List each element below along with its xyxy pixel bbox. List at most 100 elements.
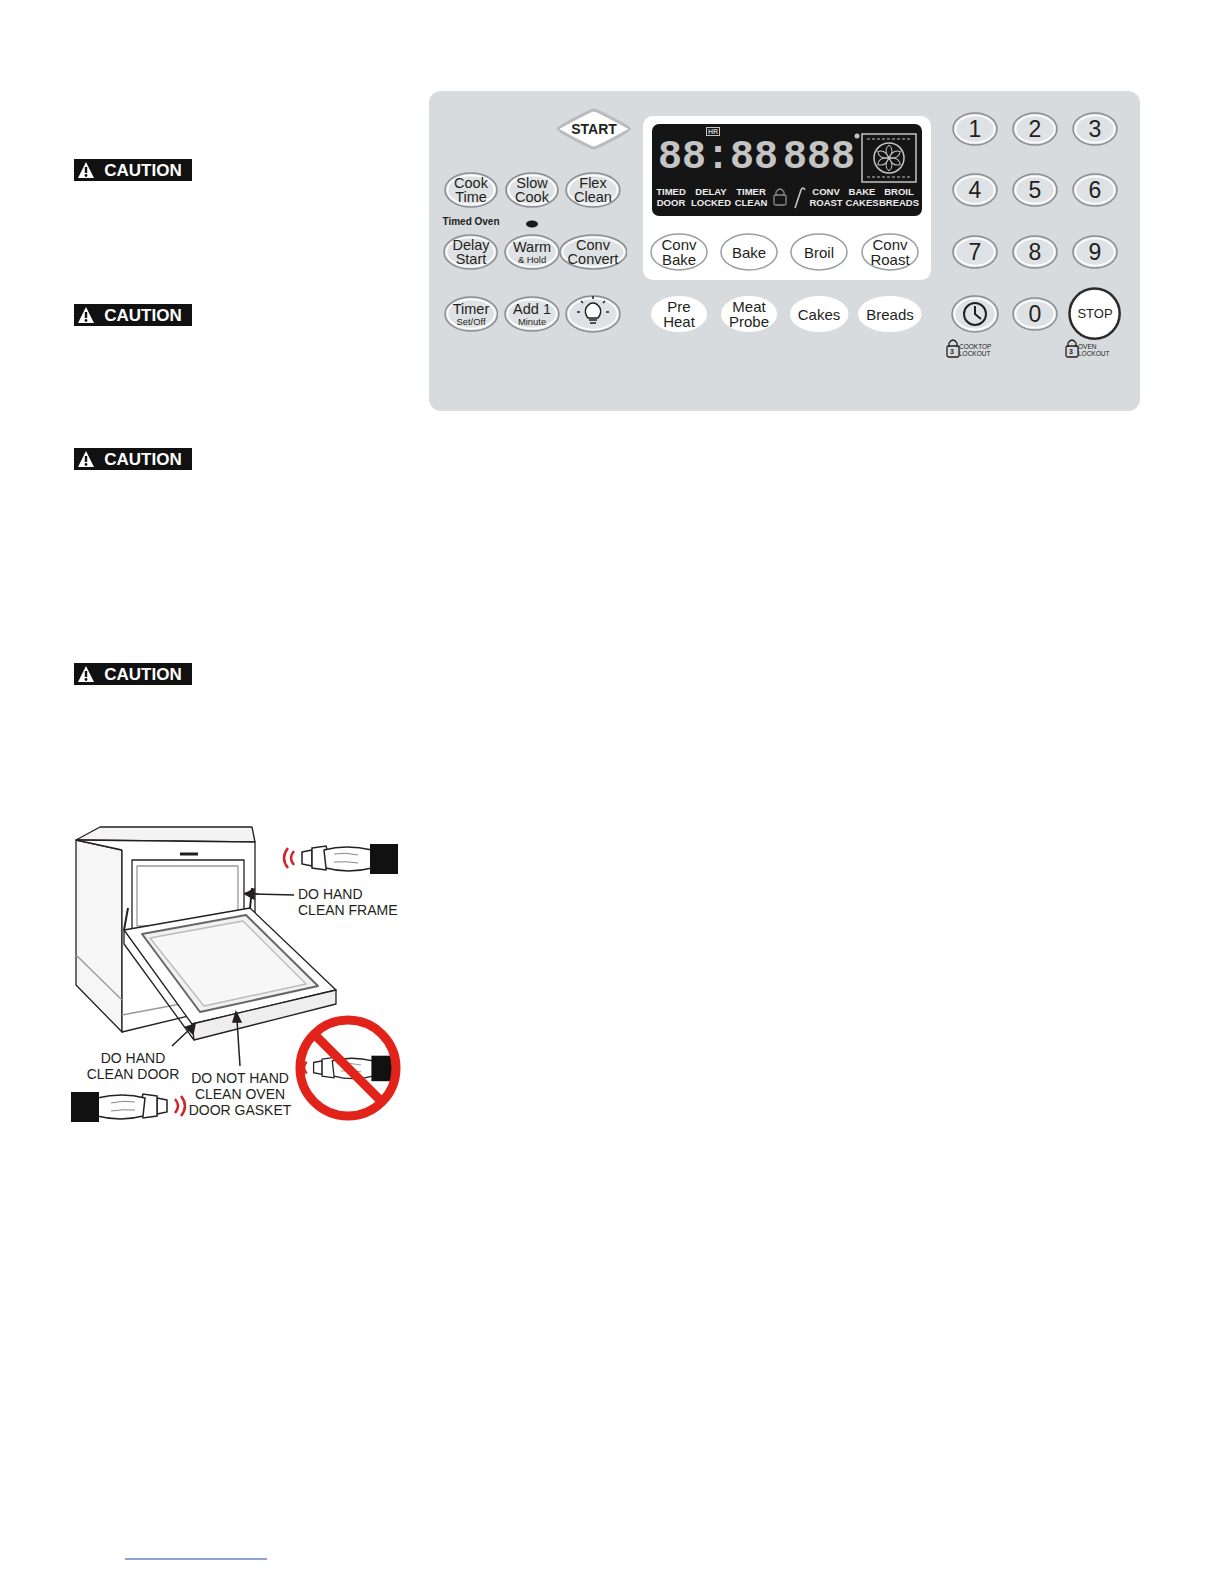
button-outline: [505, 235, 559, 269]
button-outline: [791, 234, 847, 270]
button-label: STOP: [1077, 307, 1112, 320]
text-holder: Conv Roast: [861, 233, 919, 271]
number-button: 5: [1012, 173, 1058, 207]
text-holder: Add 1Minute: [504, 296, 560, 332]
button-label: Delay Start: [452, 238, 489, 267]
gloved-hand: [284, 844, 398, 874]
control-button: Add 1Minute: [504, 296, 560, 332]
text-holder: Cakes: [789, 295, 850, 333]
number-button: 0: [1012, 297, 1058, 331]
start-button: START: [556, 108, 632, 150]
button-outline: [445, 173, 497, 207]
button-highlight: [1076, 239, 1115, 266]
control-button: Cook Time: [444, 172, 498, 208]
badge-fill: [74, 304, 192, 326]
button-highlight: [1076, 177, 1115, 204]
button-label: 9: [1089, 241, 1102, 264]
warning-mark: [85, 456, 87, 462]
number-button: 3: [1072, 112, 1118, 146]
warning-triangle: [78, 307, 94, 323]
button-label: Conv Bake: [661, 237, 696, 267]
mode-button: Bake: [720, 233, 778, 271]
button-highlight: [562, 238, 624, 267]
text-holder: Breads: [857, 295, 923, 333]
button-outline: [1073, 236, 1117, 268]
text-holder: Pre Heat: [650, 295, 708, 333]
lock-label: OVEN LOCKOUT: [1078, 343, 1109, 358]
warning-mark: [85, 167, 87, 173]
display-indicator: BROIL BREADS: [879, 186, 919, 209]
button-outline: [1013, 236, 1057, 268]
number-button: 8: [1012, 235, 1058, 269]
warning-mark: [85, 319, 88, 322]
button-label: Meat Probe: [729, 299, 769, 329]
display-digits: 88:88: [658, 138, 778, 178]
text-holder: 5: [1012, 173, 1058, 207]
button-outline: [560, 235, 627, 269]
hold-seconds: 3: [950, 348, 954, 356]
number-button: 1: [952, 112, 998, 146]
warning-triangle: [78, 162, 94, 178]
mode-button: Breads: [857, 295, 923, 333]
button-label: Conv Roast: [870, 237, 909, 267]
mode-button: Conv Bake: [650, 233, 708, 271]
display-indicator: TIMED DOOR: [656, 186, 686, 209]
display-digits: HR: [706, 127, 720, 136]
text-holder: 8: [1012, 235, 1058, 269]
button-highlight: [1076, 116, 1115, 143]
indicator-dot: [526, 221, 538, 228]
text-holder: 3: [1072, 112, 1118, 146]
button-outline: [566, 173, 620, 207]
text-holder: 2: [1012, 112, 1058, 146]
text-holder: STOP: [1068, 287, 1121, 340]
lock-icon: [947, 340, 959, 357]
text-holder: CAUTION: [74, 159, 192, 181]
button-outline: [721, 234, 777, 270]
text-holder: Broil: [790, 233, 848, 271]
caution-badge: CAUTION: [74, 304, 192, 326]
button-sublabel: Minute: [518, 317, 546, 326]
text-holder: 88:88HR888TIMED DOORDELAY LOCKEDTIMER CL…: [652, 124, 922, 216]
mode-button: Meat Probe: [720, 295, 778, 333]
button-label: 4: [969, 179, 982, 202]
control-button: TimerSet/Off: [444, 296, 499, 332]
button-outline: [444, 235, 497, 269]
text-holder: 1: [952, 112, 998, 146]
text-holder: 0: [1012, 297, 1058, 331]
badge-fill: [74, 159, 192, 181]
button-highlight: [509, 176, 556, 205]
text-holder: 6: [1072, 173, 1118, 207]
button-label: 0: [1029, 303, 1042, 326]
button-label: CAUTION: [104, 451, 181, 468]
button-label: Cook Time: [454, 176, 488, 205]
warning-mark: [85, 678, 88, 681]
button-outline: [953, 174, 997, 206]
button-label: START: [571, 122, 617, 136]
number-button: 4: [952, 173, 998, 207]
caution-badge: CAUTION: [74, 159, 192, 181]
stop-button: STOP: [1068, 287, 1121, 340]
display-indicator: BAKE CAKES: [845, 186, 878, 209]
number-button: 9: [1072, 235, 1118, 269]
button-label: Bake: [732, 245, 766, 260]
control-button: Flex Clean: [565, 172, 621, 208]
gloved-hand: [71, 1092, 185, 1122]
callout-label: DO HAND CLEAN DOOR: [83, 1050, 183, 1082]
text-holder: Meat Probe: [720, 295, 778, 333]
button-sublabel: & Hold: [518, 255, 546, 264]
button-outline: [1073, 113, 1117, 145]
button-outline: [1070, 289, 1120, 339]
button-highlight: [1016, 301, 1055, 328]
oven-illustration: [76, 827, 336, 1040]
text-holder: Conv Convert: [559, 234, 628, 270]
mode-button: Conv Roast: [861, 233, 919, 271]
warning-mark: [85, 463, 88, 466]
badge-fill: [74, 663, 192, 685]
mode-button: Cakes: [789, 295, 850, 333]
number-button: 6: [1072, 173, 1118, 207]
text-holder: TimerSet/Off: [444, 296, 499, 332]
warning-mark: [85, 174, 88, 177]
control-button: Delay Start: [443, 234, 498, 270]
button-highlight: [508, 300, 557, 329]
lock-indicator: [774, 189, 786, 205]
